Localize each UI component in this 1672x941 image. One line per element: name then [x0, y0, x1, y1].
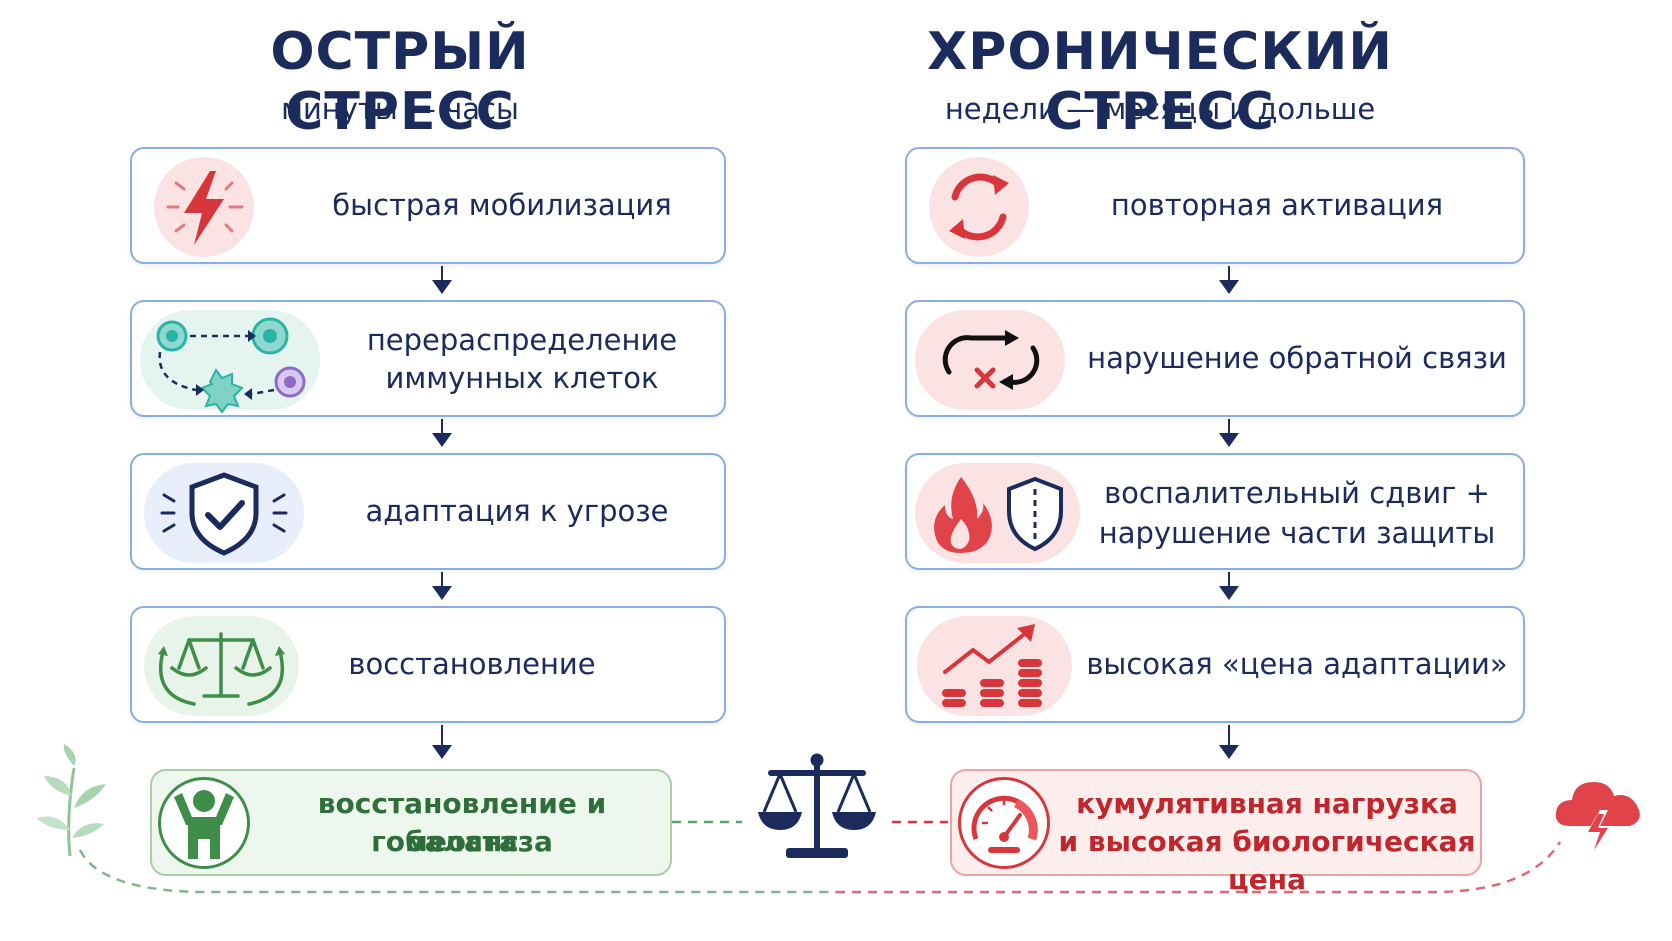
acute-step-4-label: восстановление — [348, 647, 596, 681]
acute-step-immune: перераспределение иммунных клеток — [130, 300, 726, 417]
chronic-stress-title: ХРОНИЧЕСКИЙ СТРЕСС — [927, 22, 1393, 142]
chronic-step-2-label: нарушение обратной связи — [1087, 341, 1507, 375]
flow-arrow — [1219, 572, 1239, 600]
acute-step-mobilization: быстрая мобилизация — [130, 147, 726, 264]
chronic-step-inflammation: воспалительный сдвиг + нарушение части з… — [905, 453, 1525, 570]
chronic-result-line2: и высокая биологическая цена — [1058, 825, 1476, 896]
chronic-step-3-label-line1: воспалительный сдвиг + — [1104, 476, 1490, 510]
chronic-step-cost: высокая «цена адаптации» — [905, 606, 1525, 723]
chronic-result-line1: кумулятивная нагрузка — [1076, 787, 1458, 820]
acute-result-line1: восстановление и баланс — [317, 787, 607, 858]
leaf-sprout-icon — [36, 744, 106, 857]
flow-arrow — [432, 572, 452, 600]
flow-arrow — [1219, 266, 1239, 294]
acute-step-adaptation: адаптация к угрозе — [130, 453, 726, 570]
flow-arrow — [1219, 419, 1239, 447]
flame-shield-icon — [915, 463, 1080, 563]
shield-check-icon — [144, 463, 304, 563]
scales-cycle-icon — [144, 616, 299, 716]
broken-loop-icon — [915, 310, 1065, 410]
acute-step-recovery: восстановление — [130, 606, 726, 723]
person-balance-icon — [158, 777, 250, 869]
chronic-step-1-label: повторная активация — [1110, 188, 1444, 222]
lightning-icon — [154, 157, 254, 257]
rising-coins-icon — [917, 616, 1072, 716]
acute-step-2-label-line1: перераспределение — [366, 323, 678, 357]
chronic-step-feedback: нарушение обратной связи — [905, 300, 1525, 417]
balance-scale-icon — [758, 753, 876, 858]
chronic-step-3-label-line2: нарушение части защиты — [1098, 516, 1496, 550]
recycle-arrows-icon — [929, 157, 1029, 257]
chronic-result-box: кумулятивная нагрузка и высокая биологич… — [950, 769, 1482, 896]
chronic-stress-subtitle: недели — месяцы и дольше — [944, 92, 1376, 126]
immune-cells-icon — [140, 310, 320, 414]
flow-arrow — [432, 419, 452, 447]
acute-step-3-label: адаптация к угрозе — [365, 494, 669, 528]
acute-result-line2: гомеостаза — [371, 825, 553, 858]
chronic-step-4-label: высокая «цена адаптации» — [1086, 647, 1508, 681]
storm-cloud-icon — [1555, 782, 1640, 856]
flow-arrow — [1219, 725, 1239, 759]
flow-arrow — [432, 725, 452, 759]
acute-step-2-label-line2: иммунных клеток — [385, 361, 659, 395]
acute-stress-subtitle: минуты — часы — [281, 92, 519, 126]
chronic-step-reactivation: повторная активация — [905, 147, 1525, 264]
acute-stress-title: ОСТРЫЙ СТРЕСС — [270, 22, 530, 142]
gauge-icon — [958, 777, 1050, 869]
acute-step-1-label: быстрая мобилизация — [332, 188, 672, 222]
acute-result-box: восстановление и баланс гомеостаза — [150, 769, 672, 876]
flow-arrow — [432, 266, 452, 294]
